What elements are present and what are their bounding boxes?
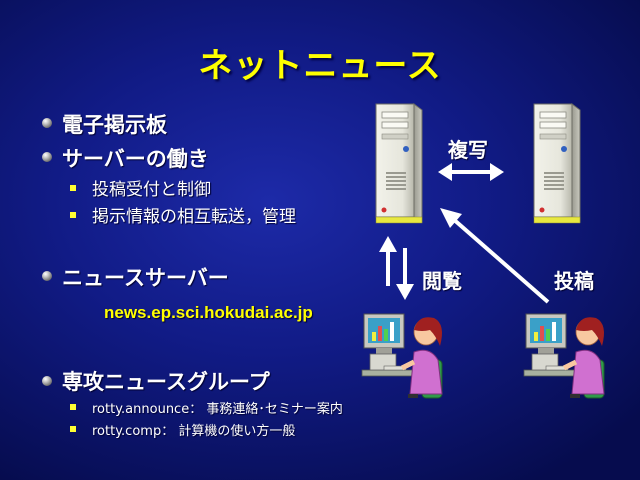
sub-bullet-posting: 投稿受付と制御 <box>92 180 211 200</box>
bullet-ball-icon <box>42 376 52 386</box>
sub-bullet-announce: rotty.announce： 事務連絡･セミナー案内 <box>92 402 343 417</box>
bullet-server-role: サーバーの働き <box>62 147 209 171</box>
user-at-computer-icon <box>523 313 605 399</box>
server-tower-icon <box>375 103 423 224</box>
view-label: 閲覧 <box>422 269 462 293</box>
bullet-ball-icon <box>42 152 52 162</box>
copy-double-arrow <box>438 163 504 181</box>
bullet-ball-icon <box>42 271 52 281</box>
bullet-bbs: 電子掲示板 <box>62 113 167 137</box>
user-at-computer-icon <box>361 313 443 399</box>
server-tower-icon <box>533 103 581 224</box>
bullet-newsgroups: 専攻ニュースグループ <box>62 370 270 394</box>
copy-label: 複写 <box>448 138 488 162</box>
sub-bullet-icon <box>70 404 76 410</box>
sub-bullet-icon <box>70 426 76 432</box>
slide-title: ネットニュース <box>198 46 442 86</box>
sub-bullet-icon <box>70 212 76 218</box>
sub-bullet-transfer: 掲示情報の相互転送，管理 <box>92 207 296 227</box>
post-label: 投稿 <box>554 269 594 293</box>
news-server-url: news.ep.sci.hokudai.ac.jp <box>104 303 313 322</box>
bullet-news-server: ニュースサーバー <box>62 266 229 290</box>
sub-bullet-icon <box>70 185 76 191</box>
post-arrow <box>440 208 550 304</box>
bullet-ball-icon <box>42 118 52 128</box>
view-double-arrow <box>379 236 414 300</box>
sub-bullet-comp: rotty.comp： 計算機の使い方一般 <box>92 424 296 439</box>
